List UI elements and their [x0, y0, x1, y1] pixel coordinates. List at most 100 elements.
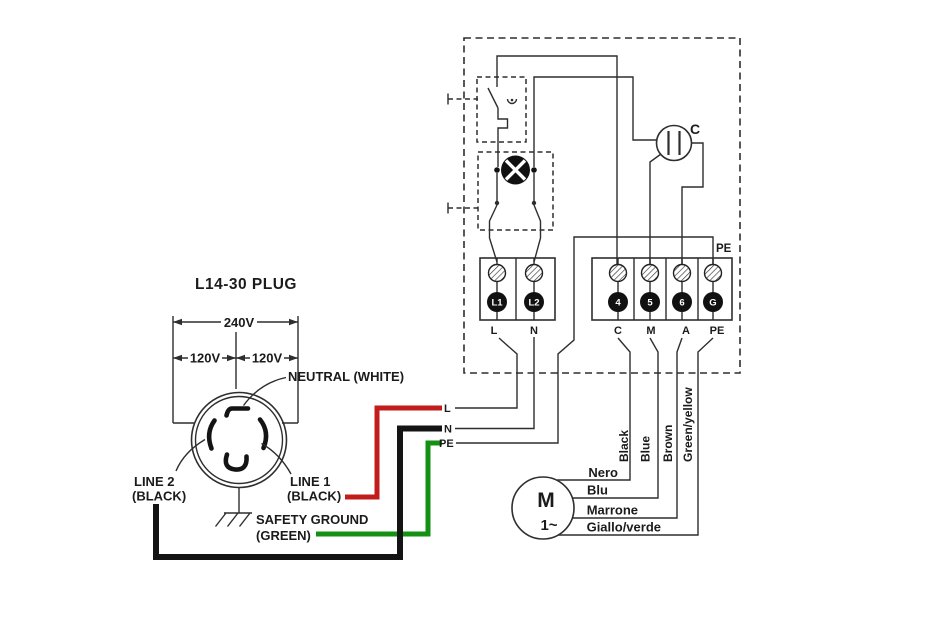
rail-l1-to-terminal4: [496, 55, 618, 265]
n-lead: [455, 337, 535, 430]
terminal-l1: L1: [487, 258, 507, 320]
lead-label-nero: Nero: [588, 465, 618, 480]
wire-color-blue: Blue: [639, 436, 653, 462]
right-terminal-block: 4 5 6 G C M A PE: [591, 257, 733, 337]
feed-labels: L N PE: [439, 236, 714, 450]
terminal-dot: [524, 292, 544, 312]
plug-body: [190, 391, 288, 489]
l-lead: [455, 337, 518, 409]
feed-pe-label: PE: [439, 438, 454, 450]
switch-blade-icon: [533, 204, 542, 263]
right-block-m-label: M: [646, 325, 655, 337]
motor-phase: 1~: [540, 517, 557, 534]
dimension-lines: 240V 120V 120V: [172, 315, 299, 424]
motor-lead-black: [557, 337, 631, 481]
motor-icon: [511, 476, 575, 540]
wire-color-brown: Brown: [661, 425, 675, 462]
terminal-dot: [672, 292, 692, 312]
switch-blade-icon: [487, 87, 499, 109]
terminal-dot: [640, 292, 660, 312]
terminal-l2: L2: [524, 258, 544, 320]
screw-icon: [640, 263, 660, 283]
pe-rail-label: PE: [716, 243, 732, 255]
plug-title: L14-30 PLUG: [195, 276, 297, 293]
plug-section: L14-30 PLUG 240V 120V 120V: [132, 276, 404, 543]
screw-icon: [487, 263, 507, 283]
arrow-right-icon: [289, 354, 298, 362]
right-block-pe-label: PE: [710, 325, 725, 337]
terminal-4: 4: [608, 258, 628, 320]
ground-green-wire: [316, 440, 442, 537]
capacitor-icon: [655, 124, 693, 162]
screw-icon: [672, 263, 692, 283]
motor-lead-greenyellow: [558, 337, 714, 536]
terminal-dot: [608, 292, 628, 312]
left-block-outline: [479, 257, 556, 321]
neutral-pointer: [242, 376, 287, 406]
wire-color-greenyellow: Green/yellow: [681, 387, 695, 462]
lamp-and-switch: [488, 155, 542, 263]
feed-wires: [153, 405, 442, 560]
terminal-5-label: 5: [647, 298, 653, 309]
lead-label-blu: Blu: [587, 483, 608, 498]
feed-n-label: N: [444, 424, 452, 436]
line1-pointer: [261, 442, 292, 475]
dim-240v: 240V: [224, 315, 255, 330]
left-block-n-label: N: [530, 325, 538, 337]
feed-l-label: L: [444, 403, 451, 415]
line2-color-label: (BLACK): [132, 489, 186, 504]
capacitor-to-terminal6: [681, 142, 704, 265]
lead-label-giallo-verde: Giallo/verde: [587, 520, 661, 535]
line2-label: LINE 2: [134, 474, 174, 489]
control-box-outline: [463, 37, 741, 374]
plug-callouts: NEUTRAL (WHITE) LINE 1 (BLACK) LINE 2 (B…: [132, 369, 404, 543]
thermal-element-icon: [506, 98, 518, 105]
capacitor: C: [649, 121, 704, 265]
control-box: C PE L1 L2 L N: [447, 37, 741, 374]
terminal-l2-label: L2: [528, 298, 539, 309]
capacitor-label: C: [690, 121, 700, 137]
screw-icon: [524, 263, 544, 283]
thermal-switch-box: [476, 76, 527, 143]
terminal-6: 6: [672, 258, 692, 320]
neutral-label: NEUTRAL (WHITE): [288, 369, 404, 384]
ground-slot: [223, 452, 249, 472]
left-terminal-block: L1 L2 L N: [479, 257, 556, 337]
terminal-4-label: 4: [615, 298, 621, 309]
lead-label-marrone: Marrone: [587, 503, 638, 518]
terminal-6-label: 6: [679, 298, 684, 309]
thermal-switch: [487, 77, 518, 167]
screw-icon: [703, 263, 723, 283]
capacitor-to-terminal5: [649, 153, 662, 265]
terminal-g: G: [703, 258, 723, 320]
right-block-outline: [591, 257, 733, 321]
dim-120v-right: 120V: [252, 351, 283, 366]
motor-lead-blue: [572, 337, 659, 499]
motor-section: M 1~ Nero Blu Marrone Giallo/verde Black…: [511, 337, 714, 540]
arrow-left-icon: [236, 354, 245, 362]
arrow-right-icon: [289, 318, 298, 326]
line2-slot: [206, 418, 217, 451]
neutral-slot: [224, 406, 251, 418]
dim-120v-left: 120V: [190, 351, 221, 366]
left-block-l-label: L: [491, 325, 498, 337]
line1-red-wire: [345, 405, 442, 500]
wire-color-black: Black: [617, 430, 631, 462]
right-block-c-label: C: [614, 325, 622, 337]
arrow-left-icon: [173, 318, 182, 326]
terminal-l1-label: L1: [491, 298, 503, 309]
terminal-5: 5: [640, 258, 660, 320]
terminal-g-label: G: [709, 298, 716, 309]
arrow-right-icon: [227, 354, 236, 362]
ground-color-label: (GREEN): [256, 528, 311, 543]
lamp-switch-box: [477, 151, 554, 231]
terminal-dot: [703, 292, 723, 312]
ground-symbol-icon: [214, 512, 252, 527]
motor-lead-brown: [572, 337, 683, 519]
line2-black-wire: [153, 425, 442, 560]
line2-pointer: [175, 438, 206, 472]
right-block-a-label: A: [682, 325, 690, 337]
terminal-dot: [487, 292, 507, 312]
